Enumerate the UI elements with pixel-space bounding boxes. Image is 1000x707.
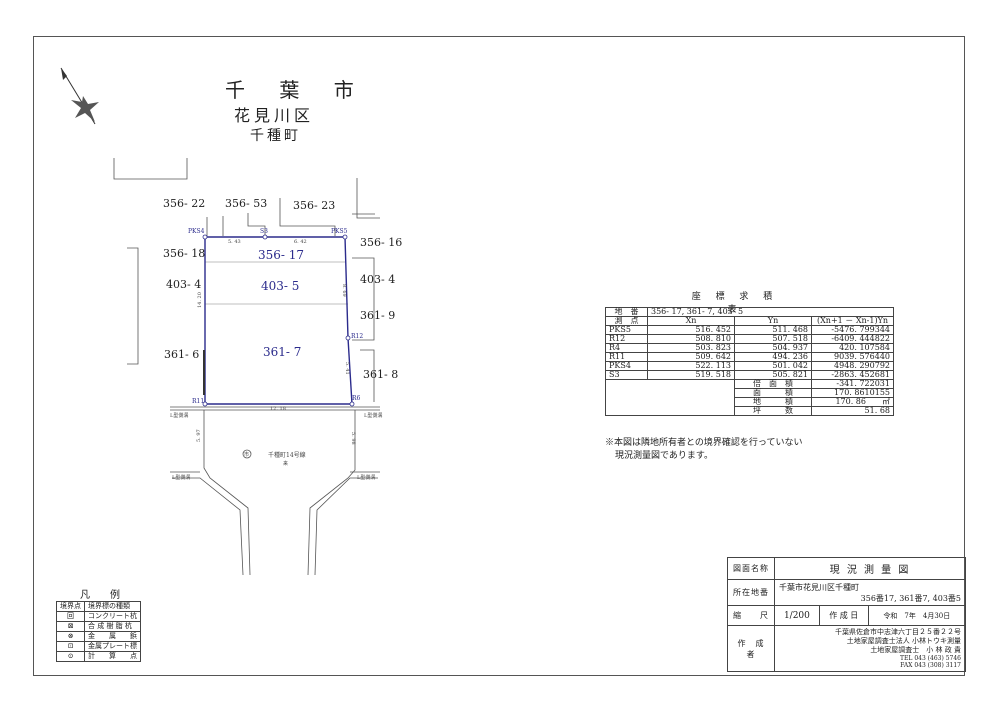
author-label: 作 成 者 xyxy=(727,625,775,672)
point-label: PKS4 xyxy=(188,228,205,235)
dimension-label: 5. 43 xyxy=(228,239,241,245)
point-label: PKS5 xyxy=(331,228,348,235)
drawing-name-label: 図面名称 xyxy=(727,557,775,580)
survey-note: ※本図は隣地所有者との境界確認を行っていない 現況測量図であります。 xyxy=(605,438,803,461)
lot-label: 356- 16 xyxy=(360,236,403,249)
legend-row: ⊗ 金 属 鋲 xyxy=(56,631,141,642)
gutter-label: L型側溝 xyxy=(172,475,191,481)
total-row: 坪 数 51. 68 xyxy=(606,406,894,416)
date-value: 令和 7年 4月30日 xyxy=(867,605,967,626)
point-label: R12 xyxy=(351,333,364,340)
legend-title: 凡 例 xyxy=(80,590,125,601)
date-label: 作 成 日 xyxy=(818,605,869,626)
location-value: 千葉市花見川区千種町 356番17, 361番7, 403番5 xyxy=(774,579,966,606)
lot-label: 403- 4 xyxy=(166,278,202,291)
legend-row: ⊠ 合 成 樹 脂 杭 xyxy=(56,621,141,632)
point-label: R6 xyxy=(352,395,361,402)
table-row: R11 509. 642 494. 236 9039. 576440 xyxy=(605,352,894,362)
lot-label: 403- 4 xyxy=(360,273,396,286)
coord-table: 地 番 356- 17, 361- 7, 403- 5 測 点 Xn Yn (X… xyxy=(605,307,894,416)
legend-table: 境界点 境界標の種類 回 コンクリート杭 ⊠ 合 成 樹 脂 杭 ⊗ 金 属 鋲… xyxy=(56,601,141,662)
boundary-symbol-icon: ⊡ xyxy=(56,641,85,652)
dimension-label: 6. 42 xyxy=(294,239,307,245)
road-sub-label: 来 xyxy=(283,461,289,467)
legend-header: 境界標の種類 xyxy=(84,601,141,612)
city-title: 千 葉 市 xyxy=(225,78,368,102)
point-label: S3 xyxy=(260,228,268,235)
legend-row: ⊡ 金属プレート標 xyxy=(56,641,141,652)
lot-label: 356- 23 xyxy=(293,199,336,212)
boundary-symbol-icon: ⊙ xyxy=(56,651,85,662)
dimension-label: 5. 41 xyxy=(344,362,350,375)
boundary-symbol-icon: 回 xyxy=(56,611,85,622)
lot-label: 356- 18 xyxy=(163,247,206,260)
dimension-label: 5. 98 xyxy=(350,432,356,445)
gutter-label: L型側溝 xyxy=(357,475,376,481)
road-label: 千種町14号線 xyxy=(268,452,306,459)
lot-label: 356- 22 xyxy=(163,197,206,210)
survey-drawing xyxy=(113,158,380,576)
table-row: PKS5 516. 452 511. 468 -5476. 799344 xyxy=(605,325,894,335)
dimension-label: 8. 69 xyxy=(341,284,347,297)
subject-lot-label: 356- 17 xyxy=(258,248,305,262)
location-label: 所在地番 xyxy=(727,579,775,606)
road-marker: 市 xyxy=(244,452,250,458)
legend-row: ⊙ 計 算 点 xyxy=(56,651,141,662)
boundary-symbol-icon: ⊠ xyxy=(56,621,85,632)
subject-lot-label: 361- 7 xyxy=(263,345,302,359)
author-block: 千葉県佐倉市中志津六丁目２５番２２号 土地家屋調査士法人 小林トウキ測量 土地家… xyxy=(774,625,966,672)
town-title: 千種町 xyxy=(250,128,301,144)
dimension-label: 14. 20 xyxy=(197,292,203,308)
scale-label: 縮 尺 xyxy=(727,605,775,626)
ward-title: 花見川区 xyxy=(234,106,315,125)
dimension-label: 12. 18 xyxy=(270,406,286,412)
north-arrow-icon xyxy=(60,67,99,125)
lot-label: 361- 6 xyxy=(164,348,200,361)
gutter-label: L型側溝 xyxy=(170,413,189,419)
legend-header: 境界点 xyxy=(56,601,85,612)
boundary-symbol-icon: ⊗ xyxy=(56,631,85,642)
title-block: 図面名称 現 況 測 量 図 所在地番 千葉市花見川区千種町 356番17, 3… xyxy=(727,557,967,672)
drawing-frame xyxy=(33,36,965,676)
gutter-label: L型側溝 xyxy=(364,413,383,419)
dimension-label: 5. 97 xyxy=(196,429,202,442)
subject-lot-label: 403- 5 xyxy=(261,279,300,293)
scale-value: 1/200 xyxy=(774,605,820,626)
point-label: R11 xyxy=(192,398,205,405)
legend-row: 回 コンクリート杭 xyxy=(56,611,141,622)
lot-label: 361- 8 xyxy=(363,368,399,381)
drawing-name: 現 況 測 量 図 xyxy=(774,557,966,580)
lot-label: 356- 53 xyxy=(225,197,268,210)
lot-label: 361- 9 xyxy=(360,309,396,322)
